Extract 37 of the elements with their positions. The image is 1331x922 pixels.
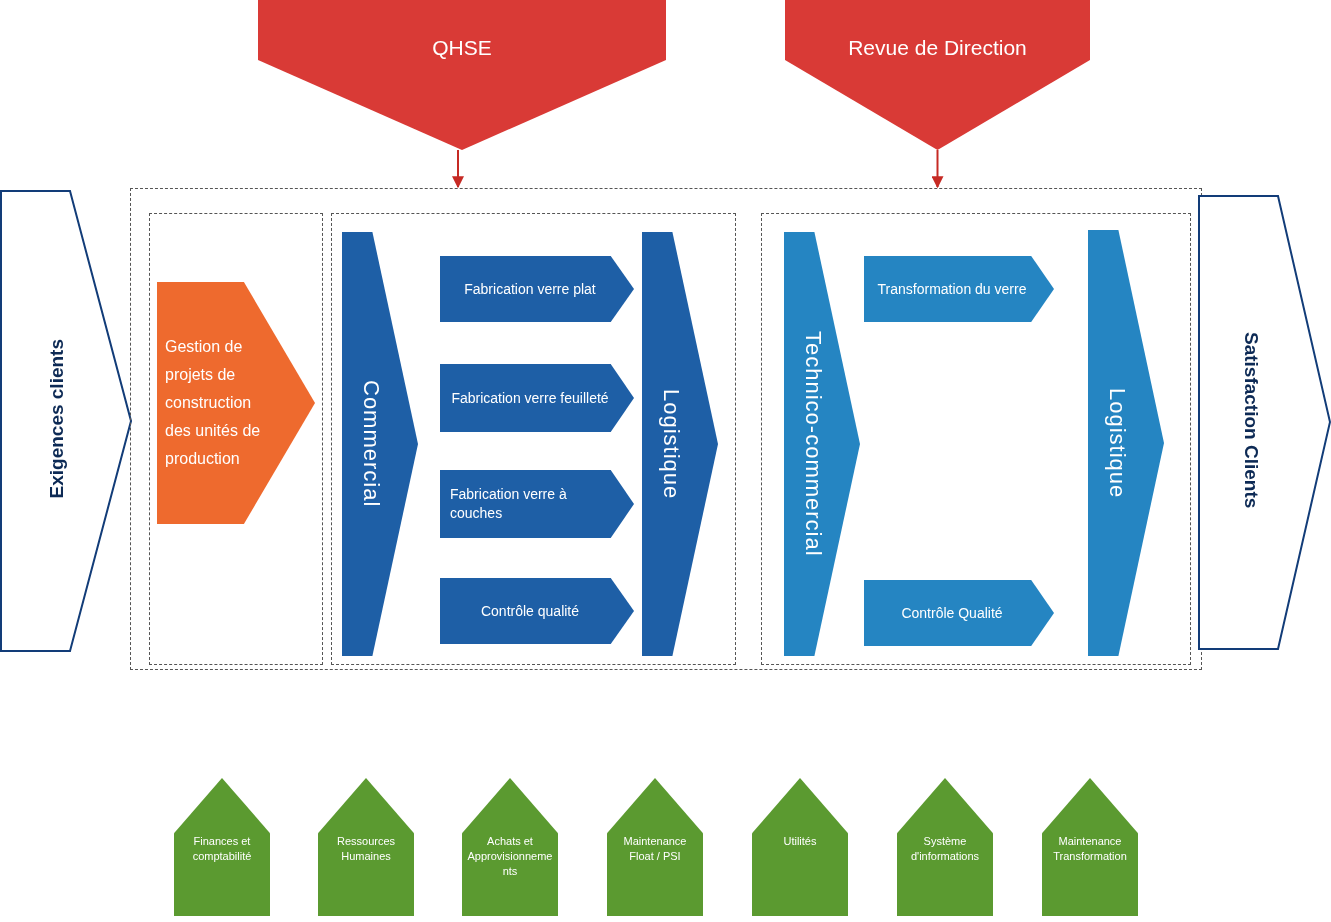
node-label: Logistique <box>1103 387 1131 499</box>
process-tab <box>440 578 634 644</box>
node-label: Contrôle Qualité <box>901 603 1003 623</box>
node-label: Technico-commercial <box>799 331 827 557</box>
dashed-group-box <box>331 213 736 665</box>
chevron-shape <box>157 282 315 524</box>
process-tab <box>440 364 634 432</box>
node-label: Exigences clients <box>45 339 68 499</box>
node-label: QHSE <box>432 35 492 61</box>
node-label: Maintenance Float / PSI <box>622 834 688 864</box>
node-label: Fabrication verre feuilleté <box>451 388 609 408</box>
node-label: Utilités <box>783 834 817 849</box>
process-tab <box>864 256 1054 322</box>
outline-chevron <box>0 190 132 652</box>
node-label: Système d'informations <box>909 834 981 864</box>
node-label: Transformation du verre <box>877 279 1027 299</box>
dashed-group-box <box>130 188 1202 670</box>
dashed-group-box <box>149 213 323 665</box>
process-tab <box>440 470 634 538</box>
node-label: Finances et comptabilité <box>191 834 253 864</box>
node-label: Satisfaction Clients <box>1239 332 1263 509</box>
arrow <box>452 149 464 189</box>
node-label: Ressources Humaines <box>335 834 397 864</box>
node-label: Achats et Approvisionnements <box>466 834 554 879</box>
node-label: Maintenance Transformation <box>1052 834 1128 864</box>
node-label: Contrôle qualité <box>480 601 580 621</box>
outline-chevron <box>1198 195 1331 650</box>
dashed-group-box <box>761 213 1191 665</box>
node-label: Logistique <box>657 388 685 500</box>
process-tab <box>864 580 1054 646</box>
process-tab <box>440 256 634 322</box>
node-label: Revue de Direction <box>848 35 1027 61</box>
node-label: Commercial <box>357 380 385 508</box>
arrow <box>931 149 944 189</box>
node-label: Gestion de projets de construction des unités de production <box>165 337 262 469</box>
node-label: Fabrication verre à couches <box>450 485 568 523</box>
node-label: Fabrication verre plat <box>464 279 596 299</box>
